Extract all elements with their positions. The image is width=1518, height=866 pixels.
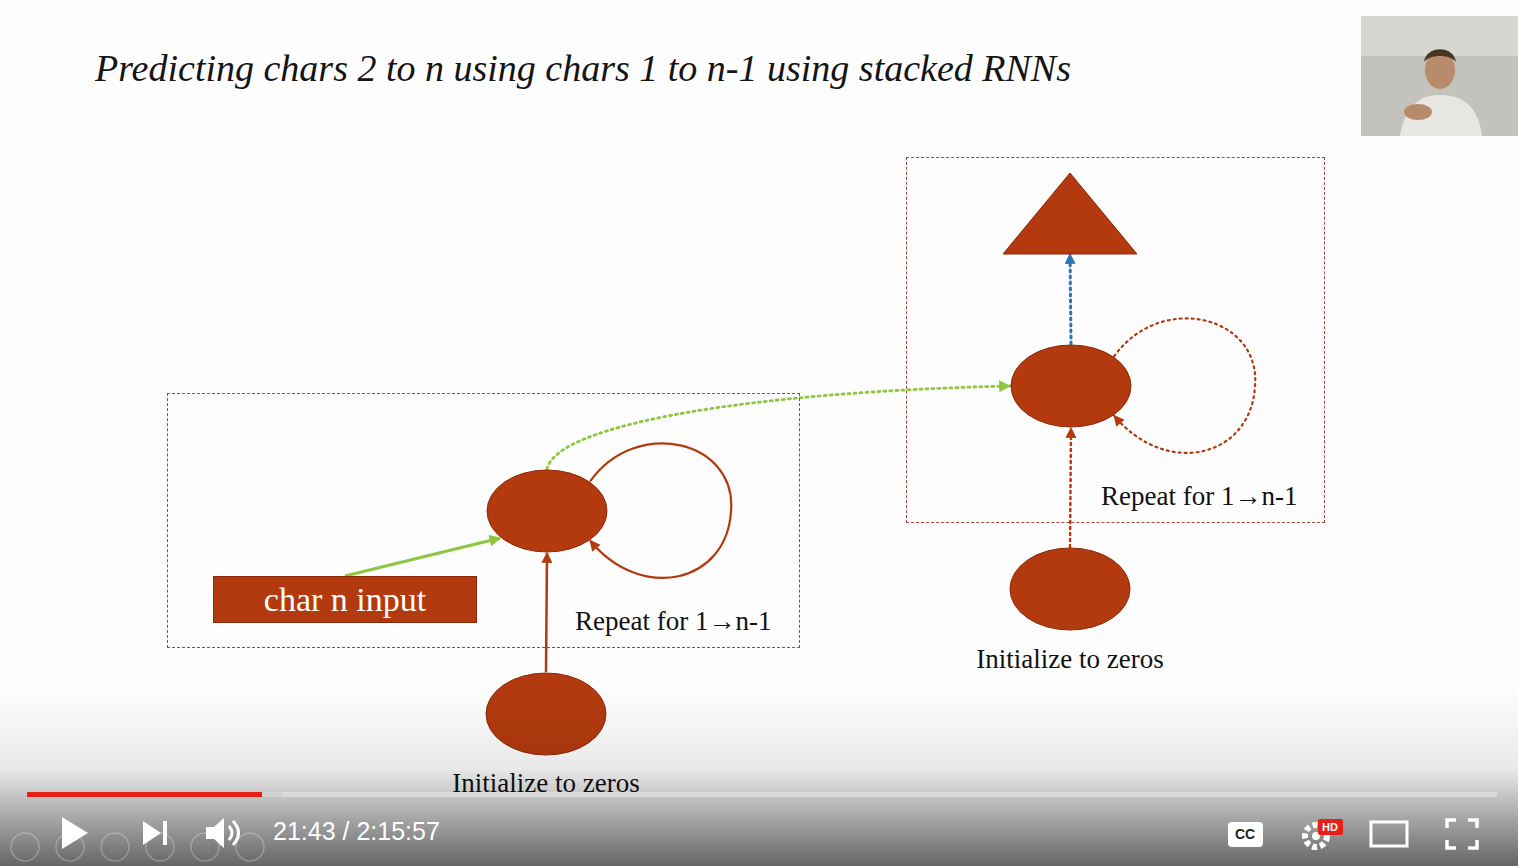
- connector: [1114, 318, 1255, 453]
- triangle-shape: [1003, 173, 1137, 254]
- triangle-fill: [1003, 173, 1137, 254]
- webcam-thumbnail: [1361, 16, 1518, 136]
- connector: [1070, 254, 1071, 344]
- ellipse-shape: [1009, 547, 1131, 631]
- node-caption: Initialize to zeros: [976, 644, 1163, 675]
- ellipse-shape: [485, 672, 607, 756]
- ellipse-fill: [487, 470, 607, 552]
- connector: [547, 386, 1010, 469]
- loop-label: Repeat for 1→n-1: [575, 606, 771, 637]
- rnn-cell: [486, 469, 608, 553]
- init-state: Initialize to zeros: [485, 672, 607, 756]
- input-box: char n input: [213, 576, 477, 623]
- time-display: 21:43 / 2:15:57: [273, 818, 440, 846]
- node-caption: Initialize to zeros: [452, 768, 639, 799]
- ellipse-shape: [486, 469, 608, 553]
- connector: [345, 538, 500, 576]
- slide-title: Predicting chars 2 to n using chars 1 to…: [95, 46, 1071, 90]
- ellipse-fill: [486, 673, 606, 755]
- ellipse-fill: [1010, 548, 1130, 630]
- connector: [590, 443, 731, 578]
- ellipse-shape: [1010, 344, 1132, 428]
- input-label: char n input: [264, 583, 426, 617]
- ellipse-fill: [1011, 345, 1131, 427]
- rnn-cell: [1010, 344, 1132, 428]
- output-triangle: [1003, 173, 1137, 254]
- init-state: Initialize to zeros: [1009, 547, 1131, 631]
- loop-region: Repeat for 1→n-1: [906, 157, 1325, 523]
- loop-region: Repeat for 1→n-1 char n input: [167, 393, 800, 648]
- connector: [1070, 428, 1071, 547]
- hd-badge-text: HD: [1322, 821, 1338, 833]
- loop-label: Repeat for 1→n-1: [1101, 481, 1297, 512]
- captions-button-text: CC: [1235, 827, 1255, 842]
- connector: [546, 553, 547, 672]
